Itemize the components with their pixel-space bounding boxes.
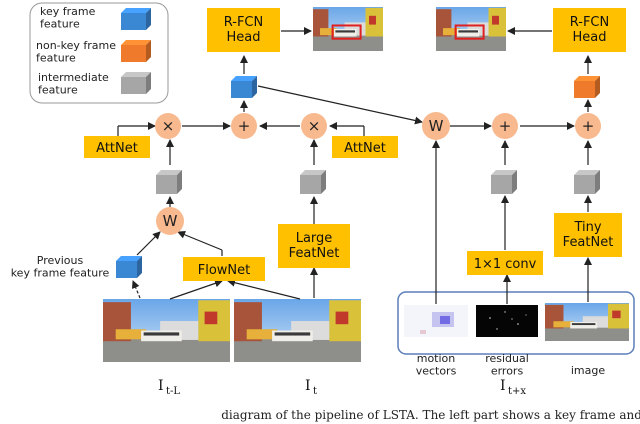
prev-key-frame-cube [116, 256, 142, 278]
svg-text:W: W [163, 212, 178, 230]
inter-cube-conv [491, 170, 517, 194]
attnet-left: AttNet [84, 136, 150, 158]
photo-result-left [313, 7, 383, 51]
op-plus-left: + [231, 113, 257, 139]
attnet-right-label: AttNet [344, 141, 386, 156]
legend-inter-cube [121, 72, 151, 94]
key-frame-cube-top [231, 76, 257, 98]
photo-result-right [436, 7, 506, 51]
svg-text:t-L: t-L [166, 386, 180, 397]
op-warp-main: W [422, 112, 450, 140]
attnet-left-label: AttNet [96, 141, 138, 156]
flownet-box: FlowNet [183, 257, 265, 281]
conv-box: 1×1 conv [467, 251, 543, 275]
svg-text:+: + [238, 117, 251, 135]
svg-text:I: I [158, 378, 164, 394]
attnet-right: AttNet [332, 136, 398, 158]
label-I-tL: I t-L [158, 378, 180, 397]
dashed-arrow [131, 280, 141, 299]
svg-text:×: × [308, 117, 321, 135]
conv-label: 1×1 conv [474, 257, 537, 272]
image-label: image [571, 364, 605, 377]
svg-text:I: I [305, 378, 311, 394]
op-plus-mid: + [492, 113, 518, 139]
op-times-right: × [301, 113, 327, 139]
nonkey-frame-cube [574, 76, 600, 98]
svg-text:×: × [162, 117, 175, 135]
residual-errors-image [476, 305, 538, 337]
flownet-label: FlowNet [198, 263, 251, 278]
svg-text:I: I [500, 378, 506, 394]
connections [117, 27, 592, 304]
svg-text:+: + [499, 117, 512, 135]
legend-nonkey-cube [121, 40, 151, 62]
inter-cube-left [156, 170, 182, 194]
legend-key-cube [121, 8, 151, 30]
op-plus-right: + [575, 113, 601, 139]
svg-text:+: + [582, 117, 595, 135]
photo-frame-tx [545, 303, 629, 341]
inter-cube-tiny [574, 170, 600, 194]
photo-frame-tL [103, 299, 230, 362]
op-times-left: × [155, 113, 181, 139]
svg-text:t: t [313, 386, 317, 397]
photo-frame-t [234, 299, 361, 362]
motion-vectors-image [404, 305, 468, 337]
figure-caption: diagram of the pipeline of LSTA. The lef… [0, 408, 640, 422]
inter-cube-mid [300, 170, 326, 194]
op-warp-left: W [156, 207, 184, 235]
label-I-tx: I t+x [500, 378, 526, 397]
frame-tx-group [397, 291, 635, 355]
svg-text:t+x: t+x [508, 386, 526, 397]
label-I-t: I t [305, 378, 317, 397]
svg-text:W: W [429, 117, 444, 135]
